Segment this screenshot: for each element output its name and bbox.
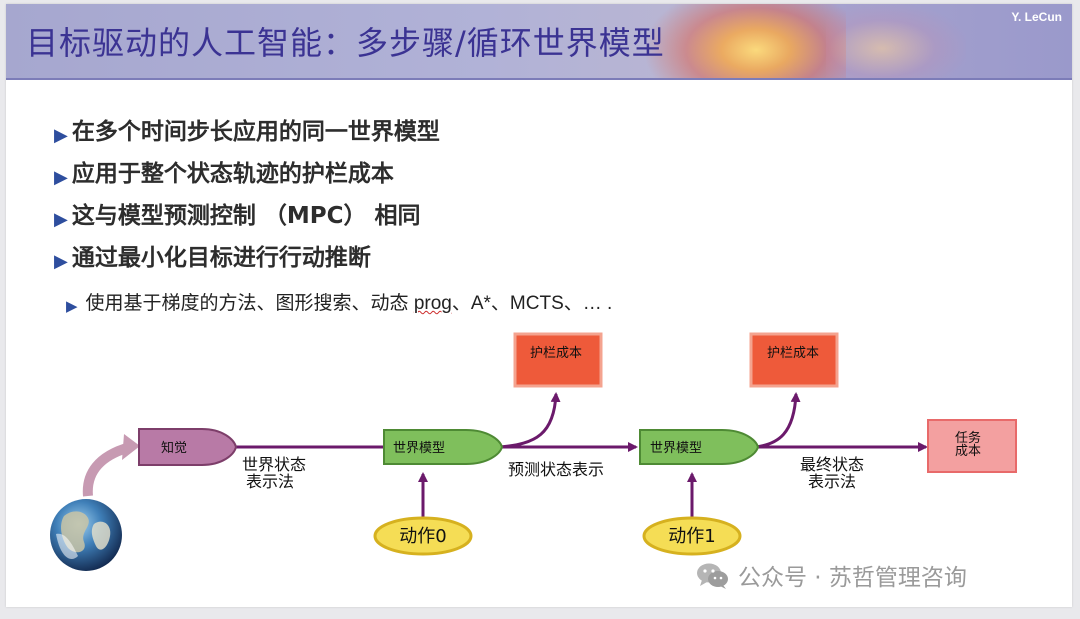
- header-band: [6, 4, 1072, 78]
- world-model-node-2: [639, 429, 760, 465]
- world-state-label-line1: 世界状态: [242, 455, 306, 474]
- bullet-text: 在多个时间步长应用的同一世界模型: [71, 119, 440, 145]
- bullet-item: ▶这与模型预测控制 （MPC） 相同: [54, 196, 420, 230]
- world-model-label-1: 世界模型: [393, 441, 445, 456]
- arrow-model1-to-guardrail1: [499, 392, 561, 449]
- slide: 目标驱动的人工智能：多步骤/循环世界模型 Y. LeCun ▶在多个时间步长应用…: [6, 4, 1072, 607]
- arrow-globe-to-perception: [82, 442, 132, 497]
- watermark: 公众号 · 苏哲管理咨询: [696, 558, 967, 592]
- header-decoration-2: [826, 4, 966, 78]
- world-state-label-line2: 表示法: [246, 472, 294, 491]
- bullet-triangle-icon: ▶: [54, 167, 68, 188]
- guardrail-cost-label-2: 护栏成本: [767, 346, 819, 361]
- action-label-0: 动作0: [399, 526, 446, 547]
- perception-node: [138, 428, 238, 466]
- header-divider: [6, 78, 1072, 80]
- watermark-text: 公众号 · 苏哲管理咨询: [738, 565, 967, 591]
- bullet-item: ▶通过最小化目标进行行动推断: [54, 238, 371, 272]
- world-model-node-1: [383, 429, 504, 465]
- wechat-icon: [697, 563, 728, 589]
- perception-label: 知觉: [161, 440, 187, 456]
- action-node-1: [642, 516, 742, 556]
- sub-bullet: ▶ 使用基于梯度的方法、图形搜索、动态 prog、A*、MCTS、… .: [66, 288, 612, 315]
- guardrail-cost-box-2: [749, 332, 839, 388]
- task-cost-box: [927, 419, 1017, 473]
- action-label-1: 动作1: [668, 526, 715, 547]
- sub-bullet-text-end: 、A*、MCTS、… .: [451, 293, 613, 314]
- earth-globe-icon: [50, 499, 122, 571]
- arrow-model2-to-guardrail2: [755, 392, 801, 449]
- predicted-state-label: 预测状态表示: [508, 460, 604, 479]
- header-decoration: [646, 4, 846, 78]
- sub-bullet-triangle-icon: ▶: [66, 298, 78, 315]
- bullet-triangle-icon: ▶: [54, 209, 68, 230]
- action-node-0: [373, 516, 473, 556]
- sub-bullet-text: 使用基于梯度的方法、图形搜索、动态: [85, 293, 414, 314]
- bullet-item: ▶应用于整个状态轨迹的护栏成本: [54, 154, 394, 188]
- bullet-text: 这与模型预测控制 （MPC） 相同: [71, 203, 421, 229]
- final-state-label-line2: 表示法: [808, 472, 856, 491]
- final-state-label-line1: 最终状态: [800, 455, 864, 474]
- bullet-text: 应用于整个状态轨迹的护栏成本: [71, 161, 394, 187]
- bullet-text: 通过最小化目标进行行动推断: [71, 245, 371, 271]
- task-cost-label-line2: 成本: [955, 444, 981, 459]
- task-cost-label-line1: 任务: [955, 430, 981, 446]
- world-model-label-2: 世界模型: [650, 441, 702, 456]
- guardrail-cost-box-1: [513, 332, 603, 388]
- bullet-triangle-icon: ▶: [54, 125, 68, 146]
- sub-bullet-underlined-word: prog: [413, 293, 452, 314]
- bullet-triangle-icon: ▶: [54, 251, 68, 272]
- slide-title: 目标驱动的人工智能：多步骤/循环世界模型: [26, 24, 665, 62]
- bullet-item: ▶在多个时间步长应用的同一世界模型: [54, 112, 440, 146]
- guardrail-cost-label-1: 护栏成本: [530, 346, 582, 361]
- world-model-diagram: 知觉 世界模型 世界模型 护栏成本 护栏成本 任务 成本 动作0 动作1 世界状…: [50, 332, 1017, 571]
- arrow-globe-to-perception-head: [122, 434, 140, 460]
- author-tag: Y. LeCun: [1011, 10, 1062, 24]
